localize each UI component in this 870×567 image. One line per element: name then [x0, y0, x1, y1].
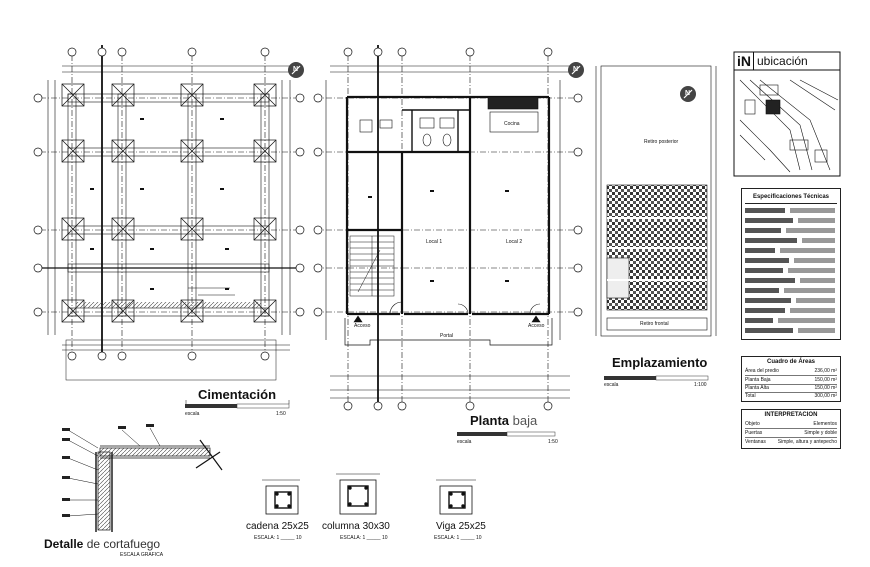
label-retiro-frontal: Retiro frontal	[640, 321, 669, 327]
label-portal: Portal	[440, 333, 454, 339]
planta-baja-plan	[313, 45, 583, 411]
cimentacion-scale-ratio: 1:50	[276, 411, 286, 417]
north-arrow-2	[568, 62, 584, 78]
detalle-title-light: de cortafuego	[86, 537, 161, 551]
detail-viga-name: Viga 25x25	[436, 521, 486, 532]
section-cadena	[262, 479, 300, 515]
areas-row-label: Planta Baja	[745, 376, 771, 383]
room-cocina: Cocina	[504, 121, 520, 127]
section-columna	[336, 473, 380, 515]
emplazamiento-plan	[595, 65, 717, 337]
detalle-title-bold: Detalle	[44, 537, 84, 551]
interpretacion-row: Ventanas Simple, altura y antepecho	[745, 437, 837, 446]
areas-row: Planta Alta 150,00 m²	[745, 383, 837, 393]
room-local1: Local 1	[426, 239, 443, 245]
interpretacion-row-value: Simple, altura y antepecho	[777, 438, 837, 445]
areas-row-label: Total	[745, 392, 756, 399]
areas-row: Planta Baja 150,00 m²	[745, 375, 837, 385]
cimentacion-scale-label: escala	[185, 411, 200, 417]
north-letter-1: N	[293, 66, 299, 73]
areas-row: Total 300,00 m²	[745, 391, 837, 400]
detail-columna-name: columna 30x30	[322, 521, 390, 532]
label-acceso2: Acceso	[528, 323, 545, 329]
specs-panel: Especificaciones Técnicas	[741, 188, 841, 340]
planta-title-bold: Planta	[470, 413, 510, 428]
areas-row-value: 150,00 m²	[814, 376, 837, 383]
north-letter-2: N	[573, 66, 579, 73]
detail-cadena-name: cadena 25x25	[246, 521, 309, 532]
areas-row: Área del predio 236,00 m²	[745, 366, 837, 376]
detalle-title: Detalle de cortafuego	[44, 538, 160, 550]
planta-scale-ratio: 1:50	[548, 439, 558, 445]
areas-panel: Cuadro de Áreas Área del predio 236,00 m²…	[741, 356, 841, 402]
specs-divider	[745, 203, 837, 204]
cimentacion-title: Cimentación	[198, 387, 277, 402]
ubicacion-map	[733, 51, 841, 177]
interpretacion-title: INTERPRETACION	[764, 412, 818, 418]
label-retiro-posterior: Retiro posterior	[644, 139, 679, 145]
planta-title: Planta baja	[470, 414, 537, 427]
north-arrow-3	[680, 86, 696, 102]
areas-row-value: 236,00 m²	[814, 367, 837, 374]
ubicacion-logo: iN	[737, 53, 751, 69]
interpretacion-row: Puertas Simple y doble	[745, 428, 837, 438]
interpretacion-row-value: Simple y doble	[804, 429, 837, 436]
planta-scale-label: escala	[457, 439, 472, 445]
planta-title-light: baja	[512, 413, 538, 428]
interpretacion-row-label: Ventanas	[745, 438, 766, 445]
section-viga	[436, 479, 476, 515]
areas-row-label: Planta Alta	[745, 384, 769, 391]
specs-bars	[745, 208, 835, 333]
north-letter-3: N	[685, 90, 691, 97]
emplazamiento-title: Emplazamiento	[612, 355, 708, 370]
escala-grafica-label: ESCALA GRAFICA	[120, 552, 164, 558]
interpretacion-header-row: Objeto Elementos	[745, 419, 837, 429]
emplazamiento-scale-bar	[604, 375, 709, 381]
detail-viga-scale: ESCALA: 1 _____ 10	[434, 535, 482, 541]
specs-title: Especificaciones Técnicas	[752, 194, 830, 200]
interpretacion-col2: Elementos	[813, 420, 837, 427]
planta-scale-bar	[457, 431, 556, 437]
areas-title: Cuadro de Áreas	[766, 359, 815, 365]
interpretacion-row-label: Puertas	[745, 429, 763, 436]
areas-row-value: 150,00 m²	[814, 384, 837, 391]
areas-row-label: Área del predio	[745, 367, 779, 374]
emplazamiento-scale-label: escala	[604, 382, 619, 388]
ubicacion-divider	[753, 52, 754, 70]
emplazamiento-scale-ratio: 1:100	[694, 382, 707, 388]
label-acceso1: Acceso	[354, 323, 371, 329]
areas-row-value: 300,00 m²	[814, 392, 837, 399]
interpretacion-col1: Objeto	[745, 420, 760, 427]
ubicacion-title: ubicación	[757, 54, 808, 68]
cimentacion-scale-bar	[185, 400, 290, 409]
room-local2: Local 2	[506, 239, 523, 245]
cimentacion-plan	[33, 45, 305, 381]
detalle-cortafuego	[62, 424, 223, 532]
detail-columna-scale: ESCALA: 1 _____ 10	[340, 535, 388, 541]
north-arrow-1	[288, 62, 304, 78]
detail-cadena-scale: ESCALA: 1 _____ 10	[254, 535, 302, 541]
